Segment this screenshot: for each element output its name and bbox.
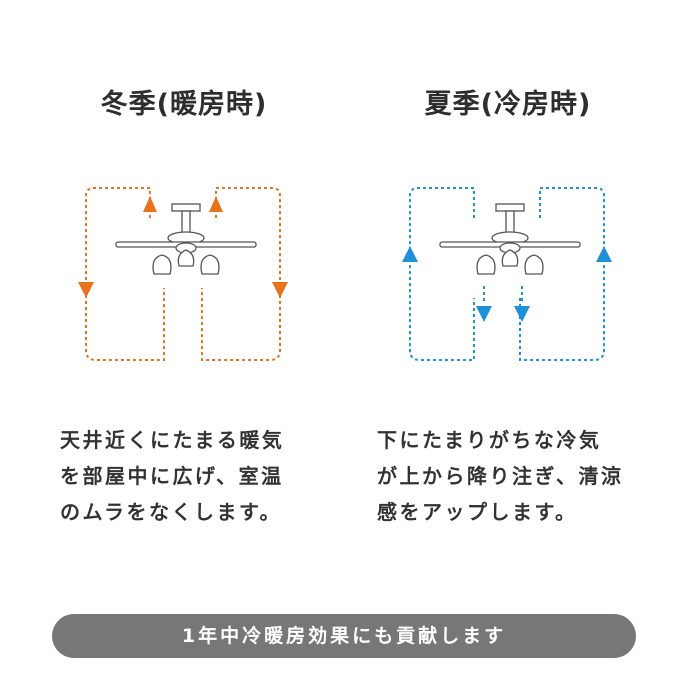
summer-title: 夏季(冷房時): [424, 89, 592, 120]
summer-arrowheads: [402, 246, 612, 322]
summer-desc-line: が上から降り注ぎ、清涼: [377, 464, 624, 488]
winter-desc-line: 天井近くにたまる暖気: [60, 428, 285, 452]
winter-airflow-diagram: [78, 187, 288, 361]
summer-description: 下にたまりがちな冷気 が上から降り注ぎ、清涼 感をアップします。: [377, 422, 677, 530]
benefit-banner: 1年中冷暖房効果にも貢献します: [52, 614, 636, 658]
winter-title: 冬季(暖房時): [100, 89, 268, 120]
winter-arrowheads: [78, 196, 288, 298]
summer-desc-line: 感をアップします。: [377, 500, 578, 524]
winter-description: 天井近くにたまる暖気 を部屋中に広げ、室温 のムラをなくします。: [60, 422, 360, 530]
winter-desc-line: のムラをなくします。: [60, 500, 282, 524]
summer-airflow-diagram: [402, 187, 612, 361]
ceiling-fan-icon: [439, 203, 581, 275]
summer-desc-line: 下にたまりがちな冷気: [377, 428, 602, 452]
airflow-arrow-icon: [85, 187, 281, 361]
airflow-arrow-icon: [409, 187, 605, 361]
winter-desc-line: を部屋中に広げ、室温: [60, 464, 284, 488]
ceiling-fan-icon: [115, 203, 257, 275]
